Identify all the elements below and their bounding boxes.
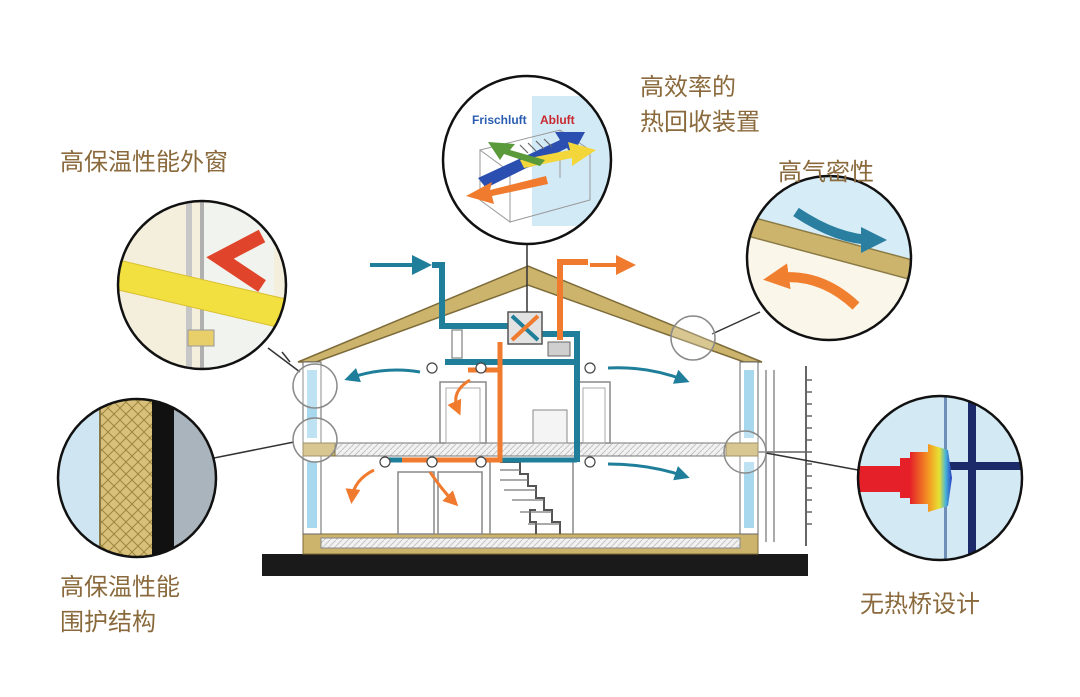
slab-edge-right xyxy=(725,442,759,457)
upper-door-2-inner xyxy=(582,387,606,444)
inner-duct-chase xyxy=(451,329,463,359)
label-envelope-line1: 高保温性能 xyxy=(60,573,180,601)
airflow-blocked-orange-arrow xyxy=(763,263,860,310)
vents xyxy=(379,362,596,468)
leader-windows xyxy=(267,347,301,373)
leader-envelope xyxy=(213,441,295,459)
vent xyxy=(475,456,487,468)
fresh-air-duct-main xyxy=(432,262,510,329)
insulation-band xyxy=(118,257,286,331)
wall-insulation-hatch xyxy=(100,399,152,557)
right-window-lower xyxy=(744,462,754,528)
inset-airtightness xyxy=(745,174,913,342)
window-frame-vertical xyxy=(968,396,976,560)
vent xyxy=(426,456,438,468)
airtight-layer-band xyxy=(747,213,911,283)
callout-marker-airtightness xyxy=(670,315,716,361)
label-envelope-line2: 围护结构 xyxy=(60,608,156,636)
lower-door-2 xyxy=(437,471,483,535)
extract-flow-arrow-lower-left xyxy=(345,468,375,504)
wall-masonry-layer xyxy=(152,399,174,557)
label-airtightness: 高气密性 xyxy=(778,158,874,186)
leader-airtightness xyxy=(711,311,761,335)
inset-thermal-bridge xyxy=(856,394,1024,562)
supply-flow-arrow-left xyxy=(344,367,421,383)
inset-envelope-ring xyxy=(56,397,218,559)
thermal-gradient-zone xyxy=(910,444,952,512)
inset-envelope xyxy=(56,397,218,559)
right-window-upper xyxy=(744,370,754,438)
exhaust-air-duct-main xyxy=(557,259,588,340)
ground-slab xyxy=(262,554,808,576)
staircase xyxy=(500,461,561,534)
vent xyxy=(379,456,391,468)
extract-flow-arrow-upper xyxy=(447,378,471,416)
exhaust-air-label: Abluft xyxy=(540,113,575,127)
left-window-lower xyxy=(307,462,317,528)
inset-window xyxy=(116,199,288,371)
feature-labels: 高保温性能外窗 高效率的 热回收装置 高气密性 高保温性能 围护结构 无热桥设计 xyxy=(60,73,980,636)
upper-cabinet xyxy=(532,409,568,444)
vent xyxy=(426,362,438,374)
upper-door-1-inner xyxy=(445,387,481,444)
heat-loss-chevron-icon xyxy=(206,229,266,292)
supply-flow-arrow-right xyxy=(607,366,690,384)
label-heat-recovery-line2: 热回收装置 xyxy=(640,108,760,136)
exhaust-air-flow-arrow xyxy=(466,176,548,204)
window-sill-block xyxy=(187,329,215,347)
inset-window-ring xyxy=(116,199,288,371)
leader-thermal-bridge xyxy=(765,452,859,471)
fresh-air-duct-riser xyxy=(542,331,580,462)
vent xyxy=(475,362,487,374)
inset-airtightness-ring xyxy=(745,174,913,342)
vent xyxy=(584,456,596,468)
window-frame-horizontal xyxy=(944,462,1022,470)
extract-flow-arrow-lower-mid xyxy=(428,471,459,507)
callouts xyxy=(213,245,859,474)
inset-heat-recovery: Frischluft Abluft xyxy=(441,74,613,246)
extract-air-flow-arrow xyxy=(488,142,545,166)
leader-tick xyxy=(281,351,291,363)
lower-door-1 xyxy=(397,471,435,535)
callout-marker-envelope xyxy=(292,417,338,463)
house-section xyxy=(262,265,812,576)
supply-flow-arrow-lower xyxy=(607,462,690,481)
inset-thermal-bridge-ring xyxy=(856,394,1024,562)
label-thermal-bridge: 无热桥设计 xyxy=(860,590,980,618)
heat-exchanger-cross-orange xyxy=(510,314,540,342)
facade-ticks xyxy=(806,379,812,525)
vent xyxy=(584,362,596,374)
upper-door-1 xyxy=(439,381,487,444)
middle-floor-slab xyxy=(320,442,741,457)
label-windows: 高保温性能外窗 xyxy=(60,148,228,176)
inset-heat-recovery-ring xyxy=(441,74,613,246)
fan-box xyxy=(547,341,571,357)
airflow-blocked-blue-arrow xyxy=(793,207,887,253)
staircase-steps xyxy=(500,469,560,525)
left-window-upper xyxy=(307,370,317,438)
ground-floor-slab xyxy=(320,537,741,549)
fresh-air-label: Frischluft xyxy=(472,113,527,127)
thermal-bridge-red-zone xyxy=(858,458,912,498)
exchanger-fins xyxy=(519,138,553,154)
ventilation-system xyxy=(344,255,690,507)
label-heat-recovery-line1: 高效率的 xyxy=(640,73,736,101)
callout-marker-window xyxy=(292,363,338,409)
callout-marker-thermal-bridge xyxy=(723,430,767,474)
